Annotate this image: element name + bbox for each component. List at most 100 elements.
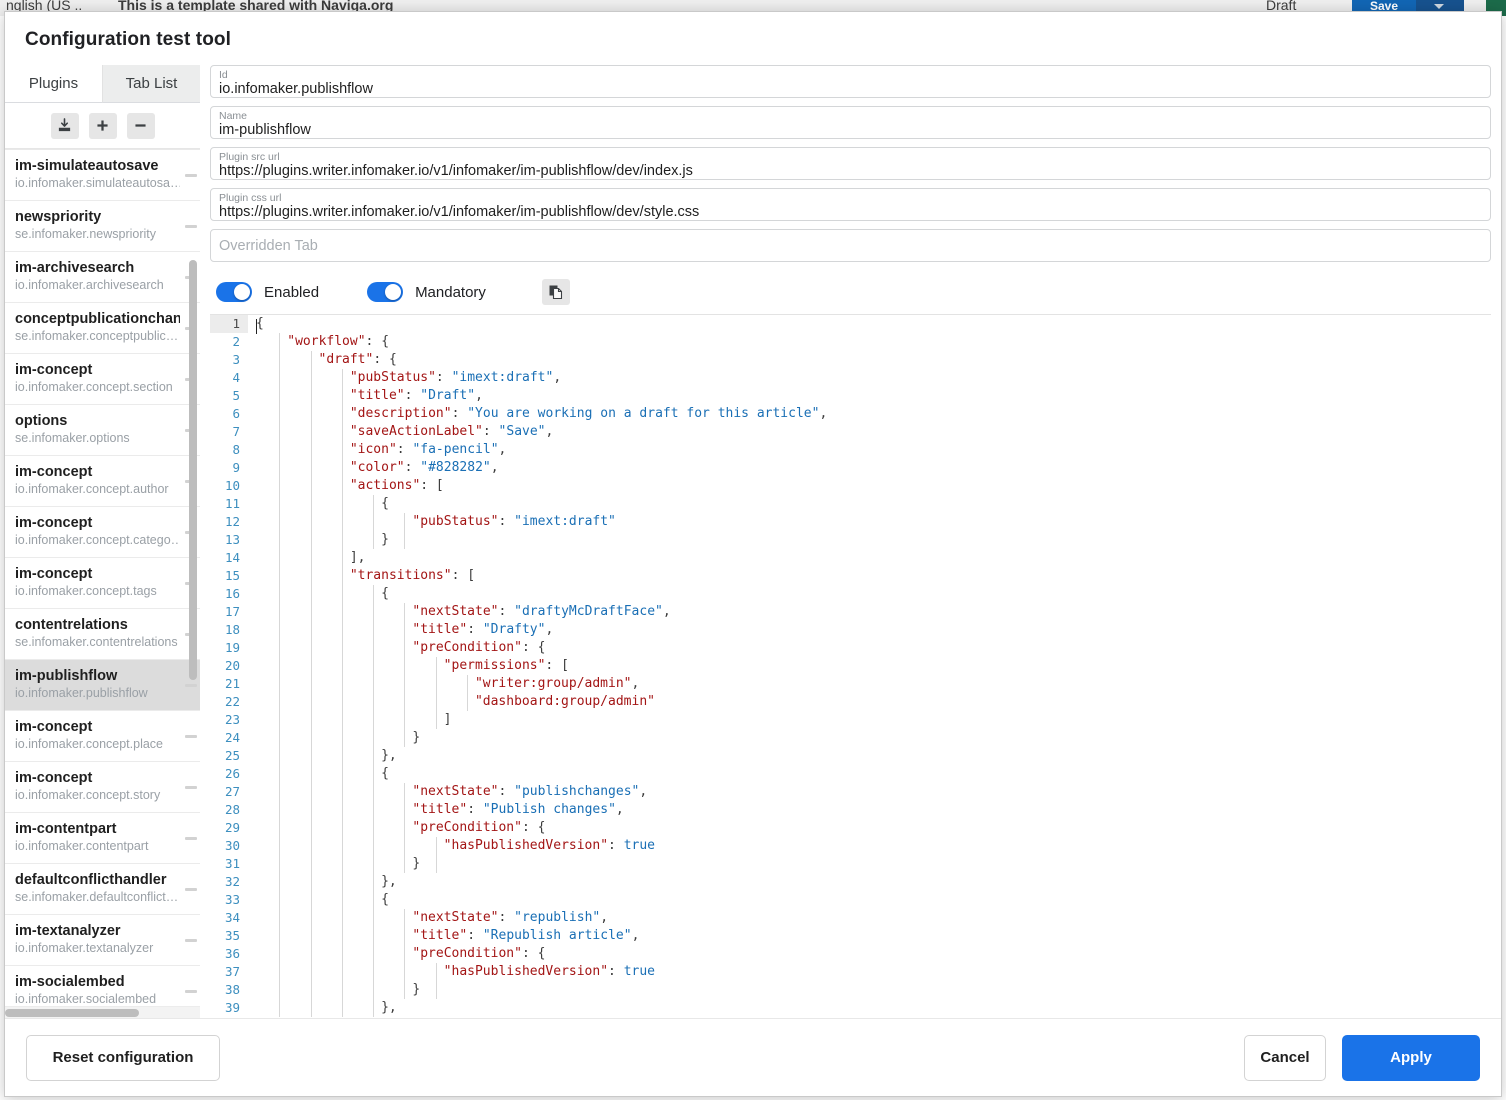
plugin-item-name: im-simulateautosave: [15, 158, 159, 174]
code-line[interactable]: 39},: [210, 999, 1491, 1017]
code-line[interactable]: 33{: [210, 891, 1491, 909]
code-line[interactable]: 32},: [210, 873, 1491, 891]
code-line[interactable]: 23]: [210, 711, 1491, 729]
code-line[interactable]: 2"workflow": {: [210, 333, 1491, 351]
code-line[interactable]: 12"pubStatus": "imext:draft": [210, 513, 1491, 531]
drag-handle-icon[interactable]: [185, 174, 197, 177]
code-token: "permissions": [443, 658, 546, 673]
plus-icon[interactable]: [88, 112, 117, 139]
plugin-list-horizontal-scrollbar[interactable]: [5, 1006, 200, 1018]
minus-icon[interactable]: [126, 112, 155, 139]
code-line[interactable]: 20"permissions": [: [210, 657, 1491, 675]
code-line[interactable]: 34"nextState": "republish",: [210, 909, 1491, 927]
code-token: "actions": [349, 478, 421, 493]
plugin-list-vertical-scrollbar[interactable]: [189, 260, 197, 680]
drag-handle-icon[interactable]: [185, 684, 197, 687]
mandatory-toggle[interactable]: [367, 282, 404, 302]
reset-configuration-button[interactable]: Reset configuration: [26, 1034, 220, 1081]
tab-tab-list[interactable]: Tab List: [102, 65, 200, 103]
code-line[interactable]: 4"pubStatus": "imext:draft",: [210, 369, 1491, 387]
code-line[interactable]: 28"title": "Publish changes",: [210, 801, 1491, 819]
code-line[interactable]: 27"nextState": "publishchanges",: [210, 783, 1491, 801]
drag-handle-icon[interactable]: [185, 837, 197, 840]
code-line[interactable]: 22"dashboard:group/admin": [210, 693, 1491, 711]
enabled-toggle[interactable]: [216, 282, 252, 302]
drag-handle-icon[interactable]: [185, 888, 197, 891]
drag-handle-icon[interactable]: [185, 225, 197, 228]
code-line[interactable]: 36"preCondition": {: [210, 945, 1491, 963]
code-line[interactable]: 24}: [210, 729, 1491, 747]
code-line[interactable]: 31}: [210, 855, 1491, 873]
code-line[interactable]: 26{: [210, 765, 1491, 783]
code-line[interactable]: 8"icon": "fa-pencil",: [210, 441, 1491, 459]
code-line[interactable]: 3"draft": {: [210, 351, 1491, 369]
code-line[interactable]: 7"saveActionLabel": "Save",: [210, 423, 1491, 441]
plugin-item-name: options: [15, 413, 68, 429]
code-line[interactable]: 30"hasPublishedVersion": true: [210, 837, 1491, 855]
code-line[interactable]: 35"title": "Republish article",: [210, 927, 1491, 945]
code-line[interactable]: 21"writer:group/admin",: [210, 675, 1491, 693]
code-line[interactable]: 19"preCondition": {: [210, 639, 1491, 657]
code-token: "You are working on a draft for this art…: [467, 406, 820, 421]
drag-handle-icon[interactable]: [185, 990, 197, 993]
code-line[interactable]: 1{: [210, 315, 1491, 333]
plugin-list-item[interactable]: conceptpublicationchannelse.infomaker.co…: [5, 303, 200, 354]
cancel-button[interactable]: Cancel: [1244, 1034, 1326, 1081]
code-line[interactable]: 37"hasPublishedVersion": true: [210, 963, 1491, 981]
code-line[interactable]: 6"description": "You are working on a dr…: [210, 405, 1491, 423]
code-token: },: [381, 874, 397, 889]
plugin-item-name: im-concept: [15, 770, 93, 786]
code-token: "preCondition": [412, 640, 522, 655]
code-line[interactable]: 13}: [210, 531, 1491, 549]
code-line[interactable]: 38}: [210, 981, 1491, 999]
code-line[interactable]: 25},: [210, 747, 1491, 765]
code-line[interactable]: 16{: [210, 585, 1491, 603]
json-config-editor[interactable]: 1{2"workflow": {3"draft": {4"pubStatus":…: [210, 314, 1491, 1018]
scrollbar-thumb[interactable]: [5, 1009, 139, 1017]
copy-icon[interactable]: [541, 279, 570, 305]
code-token: "title": [412, 622, 468, 637]
code-line[interactable]: 15"transitions": [: [210, 567, 1491, 585]
download-icon[interactable]: [50, 112, 79, 139]
code-line[interactable]: 9"color": "#828282",: [210, 459, 1491, 477]
code-token: },: [381, 1000, 397, 1015]
code-line[interactable]: 17"nextState": "draftyMcDraftFace",: [210, 603, 1491, 621]
drag-handle-icon[interactable]: [185, 735, 197, 738]
code-line[interactable]: 14],: [210, 549, 1491, 567]
line-number: 28: [224, 802, 240, 817]
drag-handle-icon[interactable]: [185, 939, 197, 942]
overridden-tab-input[interactable]: Overridden Tab: [210, 229, 1491, 262]
plugin-item-id: io.infomaker.publishflow: [15, 686, 148, 700]
code-line[interactable]: 10"actions": [: [210, 477, 1491, 495]
apply-button[interactable]: Apply: [1342, 1034, 1480, 1081]
code-line[interactable]: 18"title": "Drafty",: [210, 621, 1491, 639]
drag-handle-icon[interactable]: [185, 786, 197, 789]
code-text: }: [248, 729, 420, 747]
code-text: "permissions": [: [248, 657, 569, 675]
code-line[interactable]: 29"preCondition": {: [210, 819, 1491, 837]
tab-plugins[interactable]: Plugins: [5, 65, 102, 103]
code-line[interactable]: 5"title": "Draft",: [210, 387, 1491, 405]
code-line[interactable]: 11{: [210, 495, 1491, 513]
